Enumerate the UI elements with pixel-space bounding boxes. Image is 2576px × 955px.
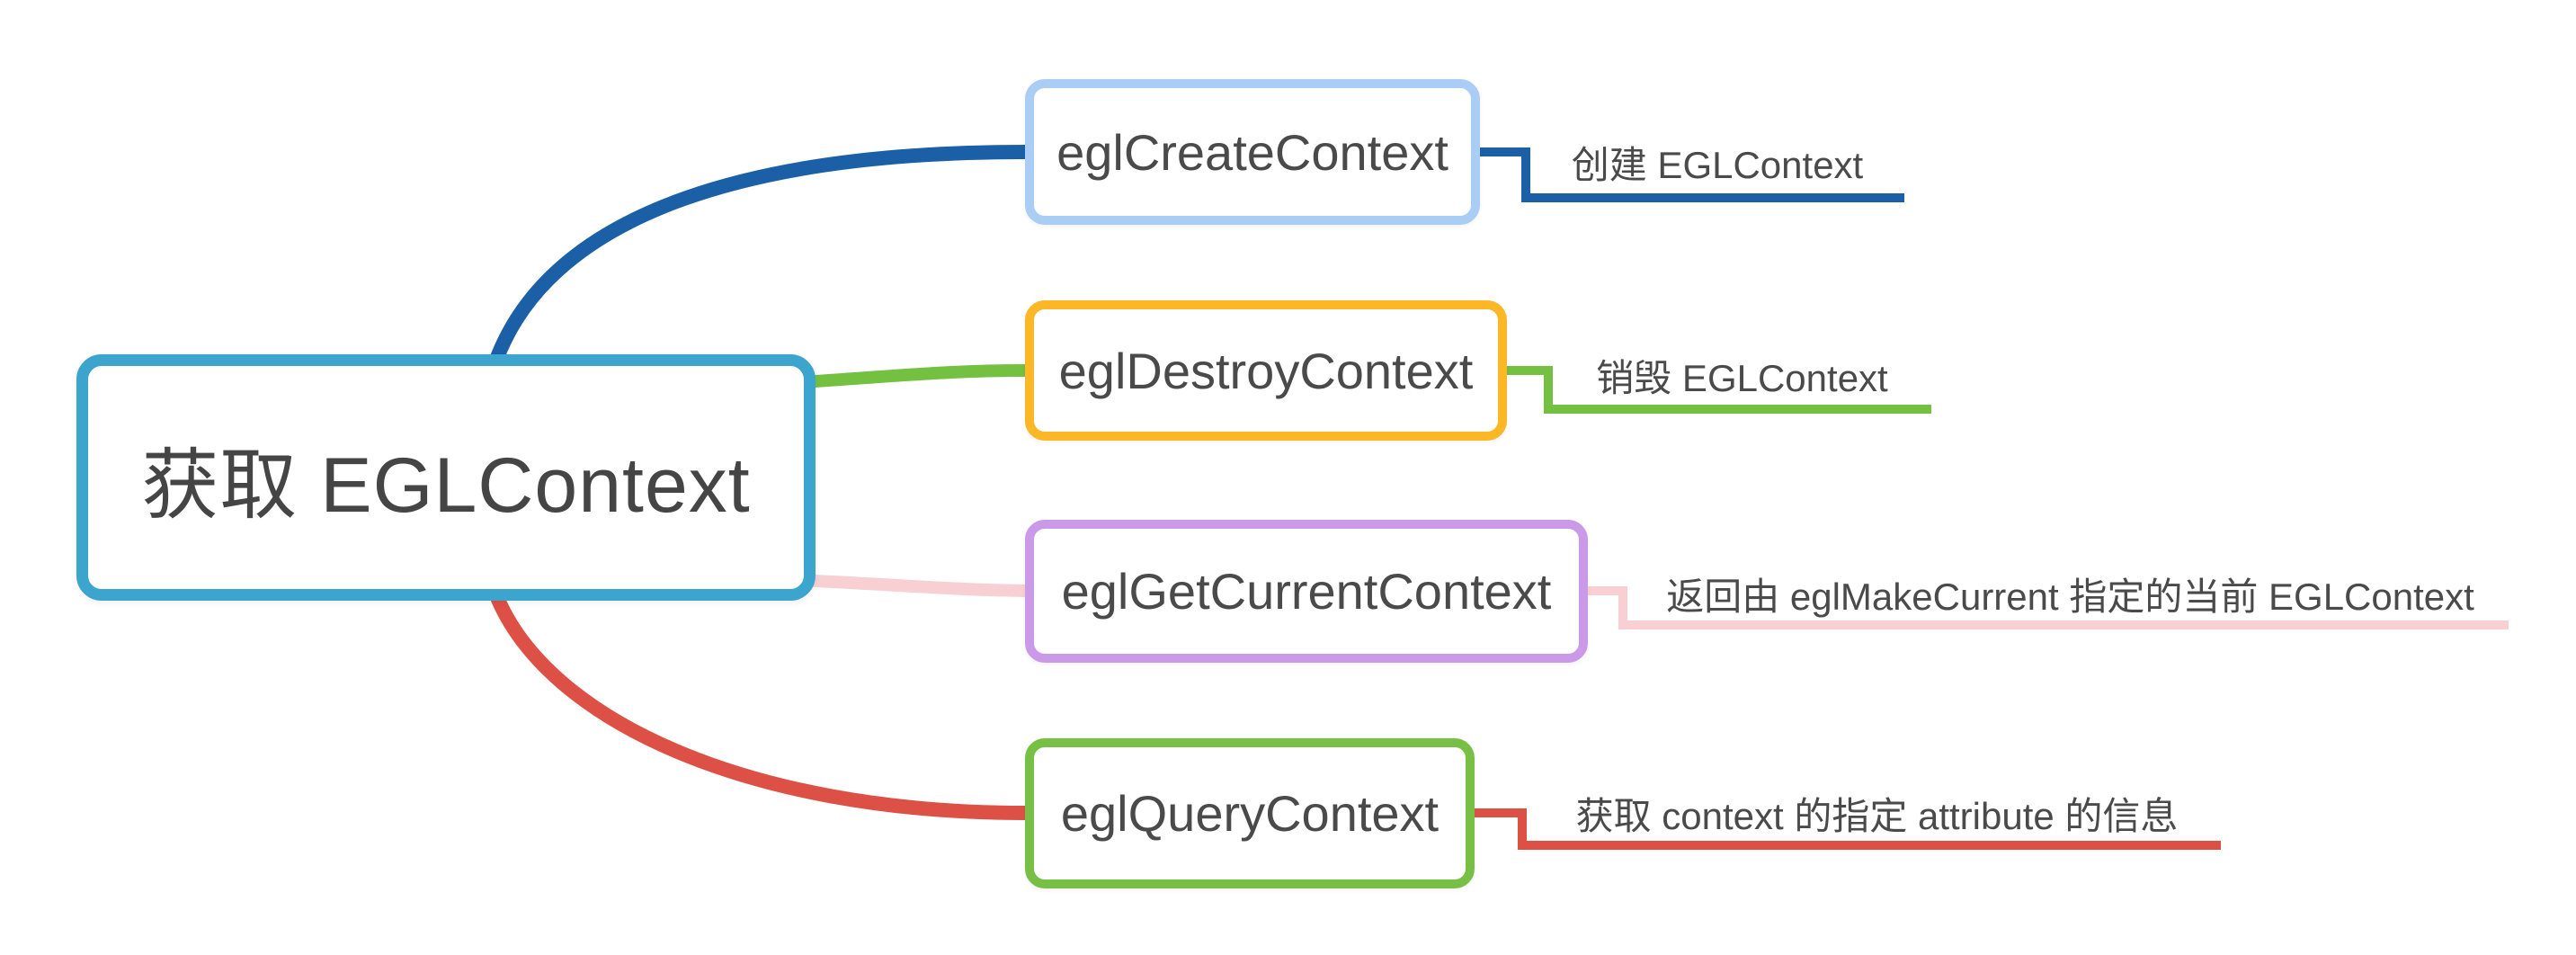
branch-curve-destroy (808, 364, 1032, 388)
root-topic-label: 获取 EGLContext (141, 442, 751, 529)
note-underline-query (1474, 808, 2221, 850)
topic-label: eglGetCurrentContext (1061, 563, 1552, 620)
note-create-context[interactable]: 创建 EGLContext (1571, 144, 1864, 186)
topic-egl-query-context[interactable]: eglQueryContext (1025, 738, 1475, 888)
topic-label: eglQueryContext (1060, 785, 1440, 842)
note-query-context[interactable]: 获取 context 的指定 attribute 的信息 (1575, 795, 2179, 837)
topic-egl-get-current-context[interactable]: eglGetCurrentContext (1025, 520, 1588, 663)
note-underline-create (1479, 147, 1904, 202)
topic-label: eglDestroyContext (1058, 342, 1474, 399)
branch-curve-get-current (808, 575, 1032, 597)
root-topic[interactable]: 获取 EGLContext (76, 354, 816, 601)
note-get-current-context[interactable]: 返回由 eglMakeCurrent 指定的当前 EGLContext (1666, 576, 2474, 618)
branch-curve-create (489, 145, 1033, 367)
note-destroy-context[interactable]: 销毁 EGLContext (1596, 357, 1888, 399)
note-underline-get-current (1587, 586, 2509, 629)
topic-label: eglCreateContext (1056, 123, 1448, 181)
topic-egl-create-context[interactable]: eglCreateContext (1025, 79, 1480, 225)
note-underline-destroy (1506, 366, 1931, 414)
topic-egl-destroy-context[interactable]: eglDestroyContext (1025, 300, 1507, 441)
branch-curve-query (489, 588, 1033, 820)
